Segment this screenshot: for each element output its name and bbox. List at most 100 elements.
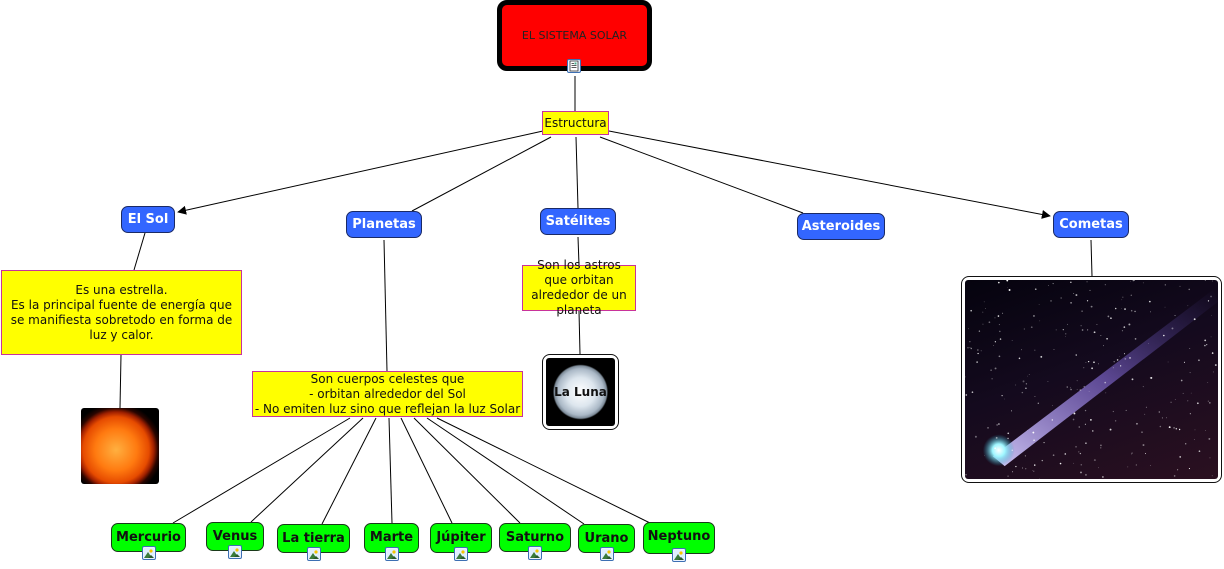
star [1136,422,1138,425]
star [1208,437,1211,440]
star [1183,361,1186,363]
star [1011,340,1013,341]
star [1212,280,1214,282]
star [1060,297,1062,299]
image-icon[interactable] [384,547,399,561]
star [1093,459,1096,462]
image-icon[interactable] [528,546,542,560]
star [1106,337,1108,340]
star [1015,384,1017,386]
star [1102,345,1104,347]
star [1209,457,1211,459]
image-icon[interactable] [228,545,242,559]
star [983,301,985,303]
star [1022,380,1025,383]
description-text: Son cuerpos celestes que - orbitan alred… [254,371,521,416]
star [1039,478,1040,479]
hub-estructura[interactable]: Estructura [542,111,609,135]
moon-image[interactable]: La Luna [542,354,619,430]
star [1113,361,1115,363]
star [1003,398,1005,400]
star [1034,288,1037,291]
star [1065,336,1066,337]
planet-node[interactable]: Saturno [499,523,571,552]
star [1150,376,1153,379]
image-icon[interactable] [306,547,321,561]
star [1207,300,1210,302]
link-soldesc-image [119,354,122,409]
category-cometas[interactable]: Cometas [1053,211,1129,238]
star [1078,426,1080,428]
star [1034,349,1036,351]
image-icon[interactable] [454,547,468,561]
star [1159,425,1162,428]
category-planetas[interactable]: Planetas [346,211,422,238]
image-icon[interactable] [141,546,156,560]
link-hub-satelites [575,136,579,209]
star [1084,409,1087,412]
star [1150,465,1151,466]
star [1124,308,1126,311]
star [1085,442,1087,444]
star [1091,367,1094,370]
star [1187,305,1189,307]
link-hub-asteroides [599,136,804,214]
star [1127,466,1129,468]
image-icon[interactable] [599,547,614,561]
star [1131,378,1134,381]
star [1041,459,1044,462]
star [1150,311,1151,313]
star [980,350,982,352]
star [1104,381,1107,384]
star [965,474,967,476]
star [1174,399,1176,400]
star [969,347,971,349]
image-icon[interactable] [672,548,686,562]
star [1198,450,1201,452]
star [1040,355,1043,358]
comet-image[interactable] [961,276,1222,483]
star [1007,287,1009,288]
category-satelites[interactable]: Satélites [540,208,616,235]
link-desc-latierra [321,417,377,525]
star [1193,318,1196,321]
star [1092,430,1094,432]
star [1034,464,1036,466]
star [1073,462,1075,464]
star [1211,314,1212,316]
star [1081,310,1083,312]
planet-label: Urano [584,531,629,546]
link-desc-neptuno [436,417,651,524]
star [1066,323,1069,326]
star [1142,282,1144,284]
star [1086,281,1088,283]
star [1027,375,1029,377]
star [1070,388,1072,391]
star [1059,462,1062,465]
star [1050,300,1052,302]
category-asteroides[interactable]: Asteroides [797,213,885,240]
star [1164,306,1166,308]
star [1131,452,1133,454]
star [1098,363,1100,365]
star [1075,446,1077,448]
link-satelites-desc [577,236,580,266]
star [1204,339,1207,342]
star [1189,348,1191,349]
star [1073,292,1075,294]
link-desc-venus [250,417,364,523]
star [1129,357,1131,359]
sun-image[interactable] [81,408,159,484]
star [1120,365,1122,367]
document-icon[interactable] [567,59,581,73]
moon-picture: La Luna [546,358,615,426]
star [1090,305,1093,308]
link-desc-mercurio [172,417,351,524]
star [1135,464,1137,466]
star [1110,317,1112,319]
category-el-sol[interactable]: El Sol [121,206,175,233]
planet-node[interactable]: Júpiter [430,523,492,553]
star [1033,315,1035,317]
star [1174,315,1176,317]
